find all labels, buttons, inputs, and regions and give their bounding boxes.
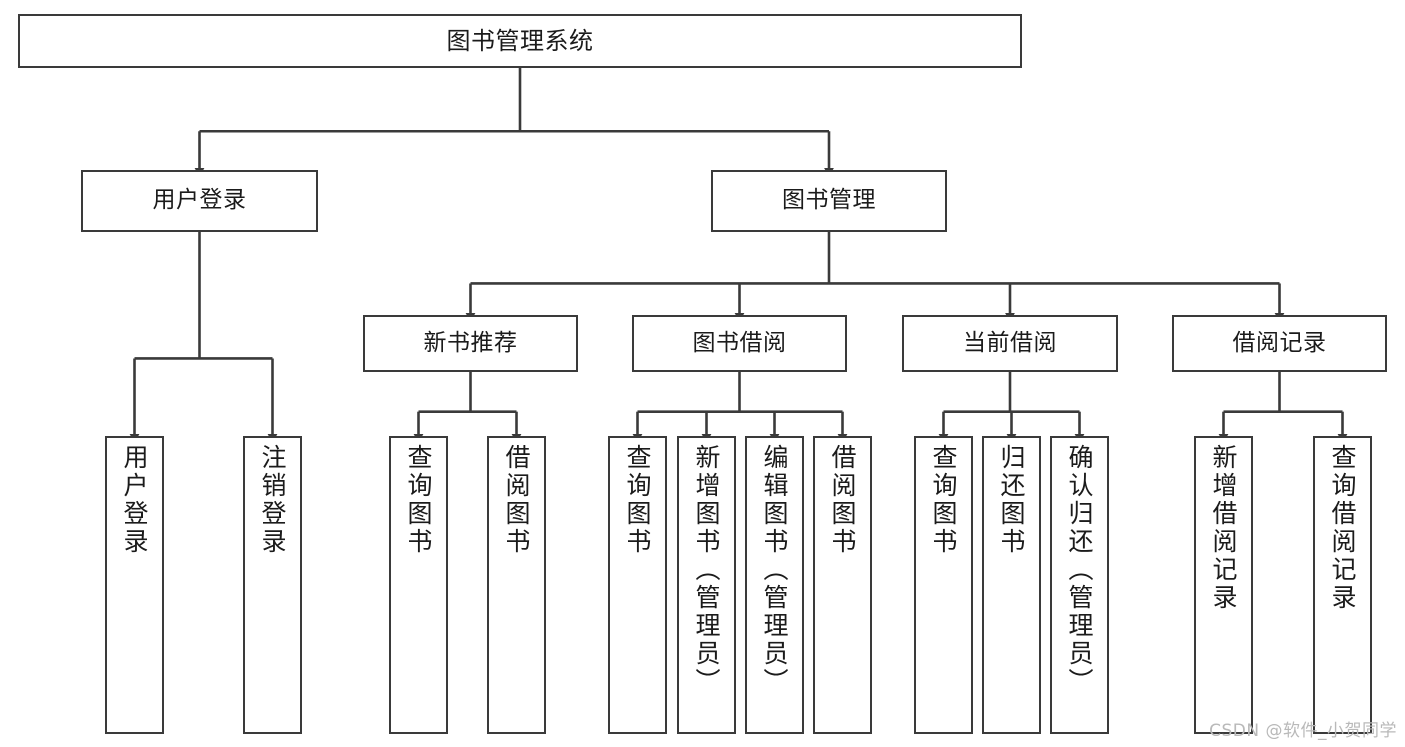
- node-l3_0[interactable]: 新书推荐: [363, 315, 578, 372]
- node-l2_1[interactable]: 图书管理: [711, 170, 947, 232]
- node-label: 编辑图书（管理员）: [760, 444, 789, 696]
- node-label: 新书推荐: [423, 329, 518, 356]
- node-label: 查询借阅记录: [1328, 444, 1357, 612]
- node-label: 新增借阅记录: [1209, 444, 1238, 612]
- node-l3_3[interactable]: 借阅记录: [1172, 315, 1387, 372]
- node-leaf_6[interactable]: 编辑图书（管理员）: [745, 436, 804, 734]
- node-l3_1[interactable]: 图书借阅: [632, 315, 847, 372]
- node-leaf_10[interactable]: 确认归还（管理员）: [1050, 436, 1109, 734]
- node-leaf_3[interactable]: 借阅图书: [487, 436, 546, 734]
- node-label: 注销登录: [258, 444, 287, 556]
- node-leaf_8[interactable]: 查询图书: [914, 436, 973, 734]
- node-label: 借阅图书: [502, 444, 531, 556]
- node-leaf_4[interactable]: 查询图书: [608, 436, 667, 734]
- node-label: 新增图书（管理员）: [692, 444, 721, 696]
- node-leaf_7[interactable]: 借阅图书: [813, 436, 872, 734]
- node-label: 用户登录: [152, 187, 247, 214]
- node-label: 用户登录: [120, 444, 149, 556]
- node-label: 图书管理: [782, 187, 876, 214]
- node-leaf_1[interactable]: 注销登录: [243, 436, 302, 734]
- node-leaf_5[interactable]: 新增图书（管理员）: [677, 436, 736, 734]
- node-label: 查询图书: [623, 444, 652, 556]
- node-root[interactable]: 图书管理系统: [18, 14, 1022, 68]
- node-leaf_11[interactable]: 新增借阅记录: [1194, 436, 1253, 734]
- node-label: 借阅图书: [828, 444, 857, 556]
- node-label: 当前借阅: [963, 329, 1057, 356]
- node-leaf_0[interactable]: 用户登录: [105, 436, 164, 734]
- node-label: 查询图书: [404, 444, 433, 556]
- node-l3_2[interactable]: 当前借阅: [902, 315, 1118, 372]
- node-label: 图书管理系统: [446, 26, 594, 55]
- node-label: 确认归还（管理员）: [1065, 444, 1094, 696]
- node-label: 借阅记录: [1232, 329, 1327, 356]
- node-label: 归还图书: [997, 444, 1026, 556]
- node-label: 查询图书: [929, 444, 958, 556]
- node-leaf_12[interactable]: 查询借阅记录: [1313, 436, 1372, 734]
- node-leaf_2[interactable]: 查询图书: [389, 436, 448, 734]
- node-leaf_9[interactable]: 归还图书: [982, 436, 1041, 734]
- node-label: 图书借阅: [692, 329, 787, 356]
- node-l2_0[interactable]: 用户登录: [81, 170, 318, 232]
